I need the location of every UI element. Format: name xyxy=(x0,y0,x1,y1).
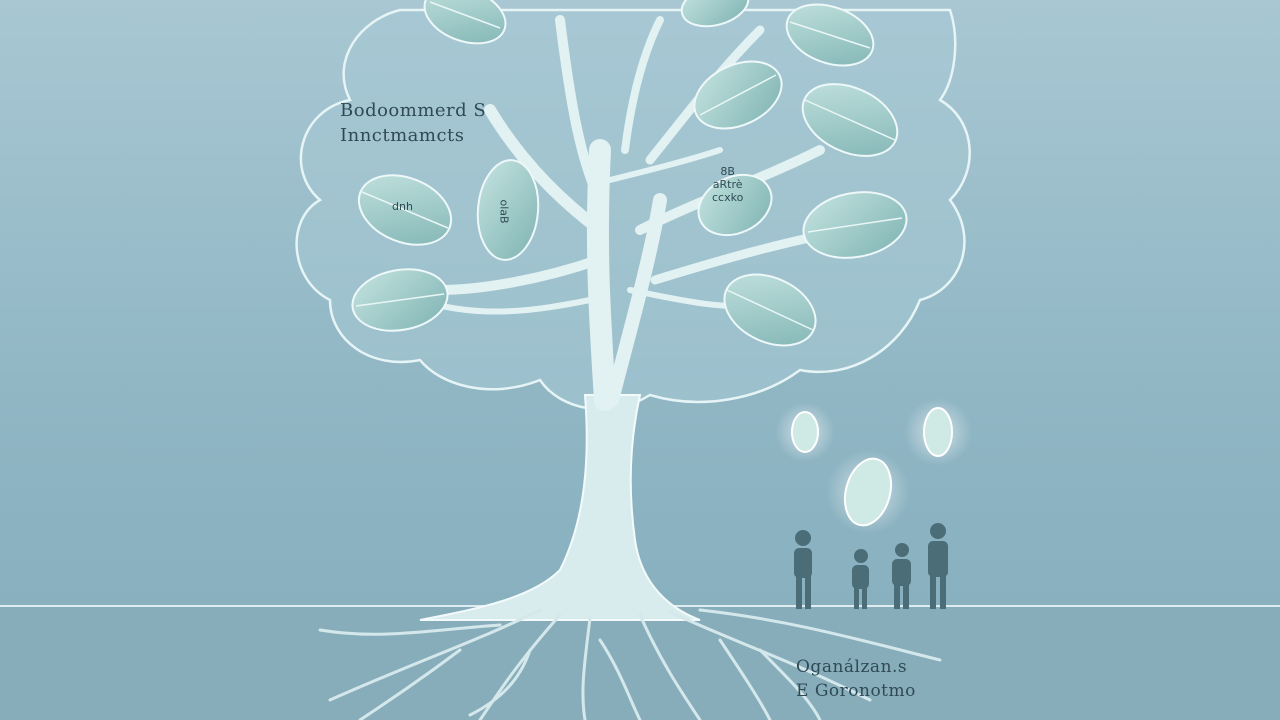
person xyxy=(892,543,911,609)
tree-trunk xyxy=(419,394,701,621)
leaf xyxy=(723,273,817,347)
leaf-label-right-line-1: 8B xyxy=(720,165,735,178)
falling-leaf xyxy=(923,407,953,457)
leaf-label-right: 8B aRtrè ccxko xyxy=(712,165,743,204)
leaf xyxy=(801,83,899,157)
person xyxy=(852,549,869,609)
caption-bottom-line-1: Oganálzan.s xyxy=(796,657,908,677)
person xyxy=(928,523,948,609)
falling-leaf xyxy=(843,457,893,527)
leaf xyxy=(476,159,540,261)
leaf xyxy=(697,173,773,237)
leaf xyxy=(680,0,750,28)
falling-leaf xyxy=(791,411,819,453)
leaf xyxy=(693,60,783,130)
tree-roots xyxy=(318,608,942,720)
leaf-label-left: dnh xyxy=(392,200,413,213)
leaf-label-right-line-3: ccxko xyxy=(712,191,744,204)
leaf xyxy=(351,268,449,332)
people-group xyxy=(794,523,948,609)
leaf xyxy=(802,191,908,259)
leaf xyxy=(785,3,875,67)
falling-leaves xyxy=(775,398,972,534)
caption-bottom-line-2: E Goronotmo xyxy=(796,681,916,701)
caption-top-left: Bodoommerd S Innctmamcts xyxy=(340,98,486,148)
leaf xyxy=(423,0,507,45)
canopy-leaves xyxy=(351,0,908,347)
ground xyxy=(0,606,1280,720)
caption-top-line-1: Bodoommerd S xyxy=(340,100,487,121)
caption-top-line-2: Innctmamcts xyxy=(340,125,465,146)
caption-bottom-right: Oganálzan.s E Goronotmo xyxy=(796,655,916,703)
leaf xyxy=(357,174,453,246)
leaf-label-center: olaB xyxy=(497,199,511,224)
person xyxy=(794,530,812,609)
leaf-label-right-line-2: aRtrè xyxy=(712,178,743,191)
